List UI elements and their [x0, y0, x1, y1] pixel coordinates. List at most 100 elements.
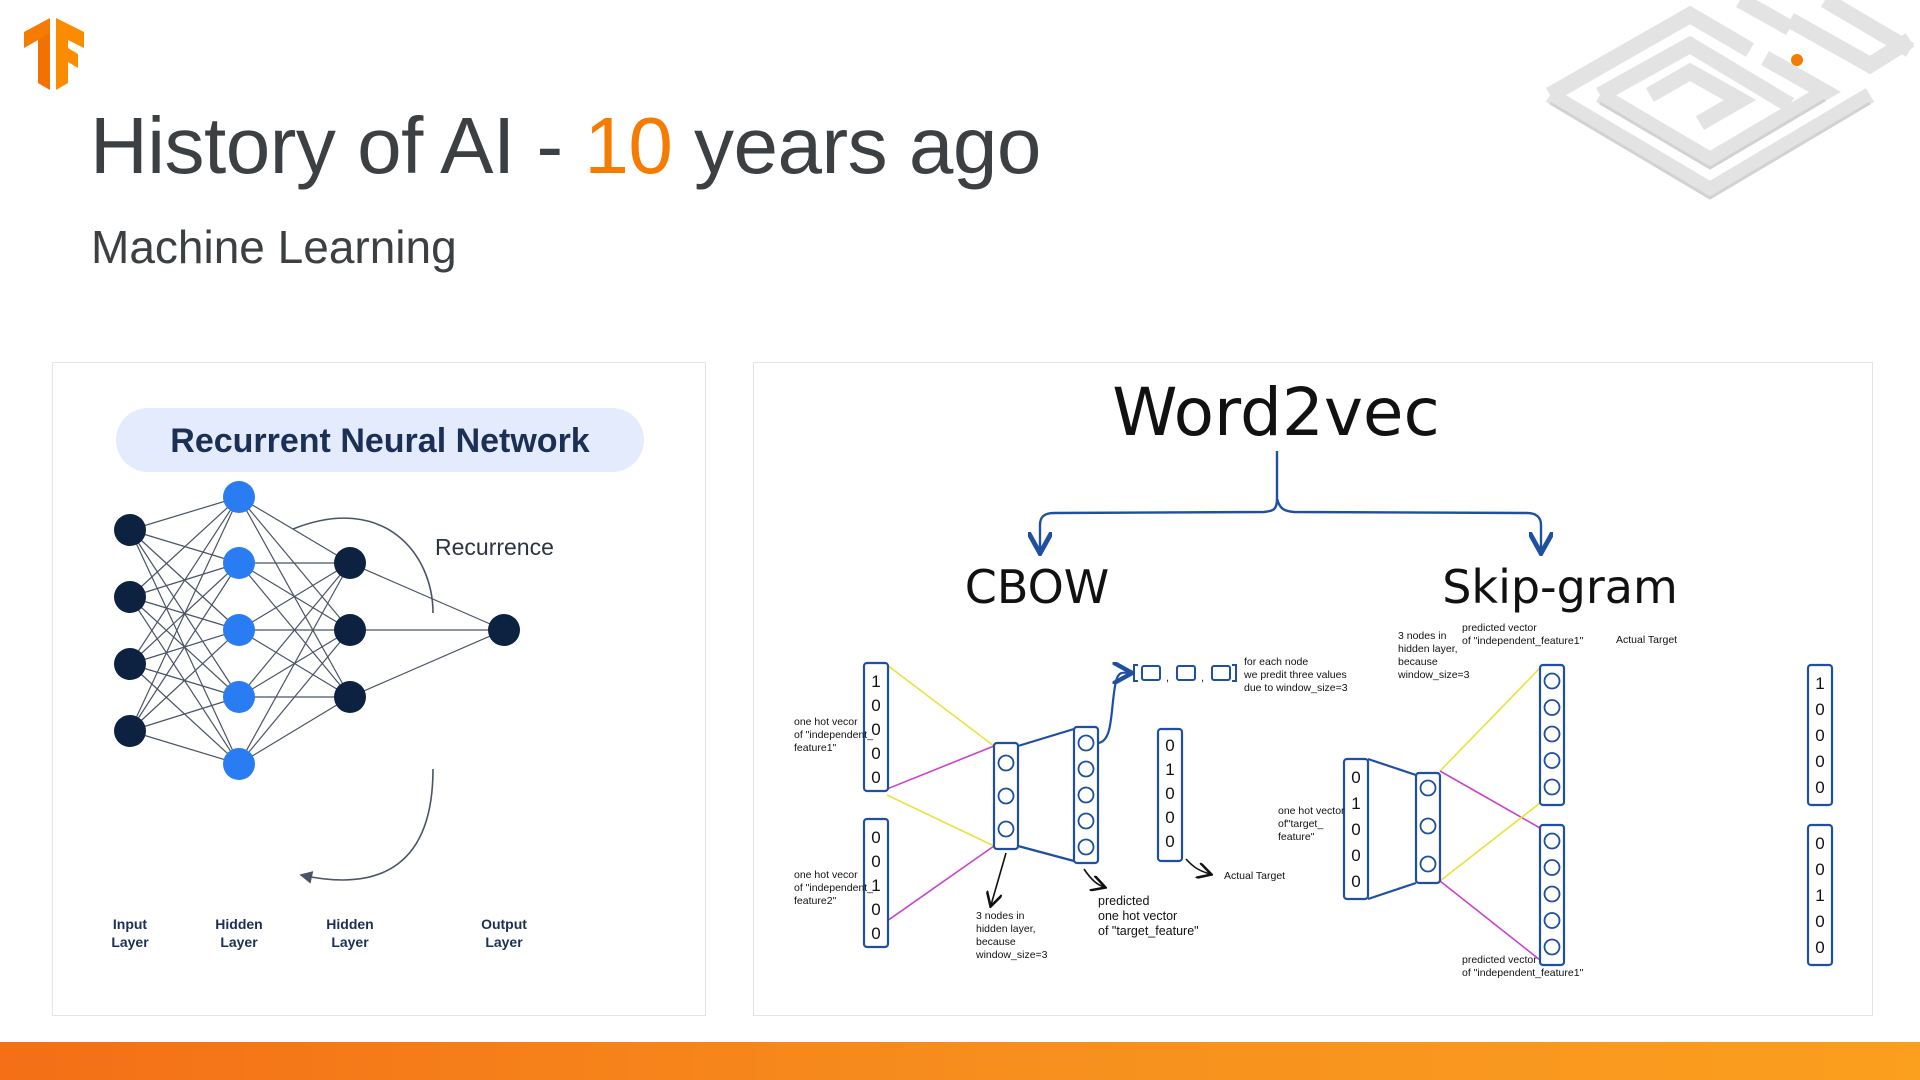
- skipgram-target1-vector: [1806, 663, 1834, 807]
- vector-digit: 0: [871, 852, 880, 871]
- svg-text:,: ,: [1166, 672, 1169, 684]
- rnn-node: [223, 681, 255, 713]
- rnn-node: [114, 648, 146, 680]
- neuron-node: [997, 787, 1015, 805]
- rnn-edge: [129, 496, 240, 531]
- cbow-input2-note-line: feature2": [794, 895, 837, 907]
- rnn-edge: [129, 496, 240, 665]
- rnn-node: [223, 614, 255, 646]
- rnn-edge: [238, 496, 351, 564]
- rnn-edge: [129, 562, 240, 732]
- skipgram-output1-nodes: [1543, 672, 1561, 796]
- rnn-layer-label-line2: Layer: [485, 934, 523, 950]
- rnn-node: [114, 581, 146, 613]
- vector-digit: 0: [1165, 736, 1174, 755]
- rnn-diagram-panel: Recurrent Neural Network Recurrence Inpu…: [52, 362, 706, 1016]
- vector-digit: 0: [871, 720, 880, 739]
- cbow-input1-vector: [862, 661, 890, 793]
- vector-digit: 0: [1815, 912, 1824, 931]
- vector-digit: 0: [1815, 778, 1824, 797]
- vector-digit: 0: [1815, 834, 1824, 853]
- rnn-edge: [238, 696, 351, 765]
- neuron-node: [1419, 817, 1437, 835]
- vector-digit: 0: [871, 744, 880, 763]
- vector-digit: 0: [1351, 872, 1360, 891]
- rnn-layer-label-line1: Input: [113, 916, 148, 932]
- neuron-node: [1543, 725, 1561, 743]
- skipgram-connections: [1367, 667, 1541, 961]
- slide-title: History of AI - 10 years ago: [90, 96, 1041, 196]
- rnn-edge: [129, 730, 240, 765]
- neuron-node: [997, 754, 1015, 772]
- skipgram-pred-bottom-note-line: predicted vector: [1462, 954, 1537, 966]
- svg-text:,: ,: [1201, 672, 1204, 684]
- neuron-node: [997, 820, 1015, 838]
- neuron-node: [1543, 699, 1561, 716]
- cbow-input2-vector: [862, 817, 890, 949]
- skipgram-input-note-line: one hot vector: [1278, 805, 1345, 817]
- word2vec-title: Word2vec: [1112, 374, 1440, 451]
- neuron-node: [1077, 734, 1095, 752]
- cbow-predicted-note-line: predicted: [1098, 894, 1149, 908]
- rnn-layer-label-line1: Output: [481, 916, 527, 932]
- decorative-maze-graphic: [1540, 0, 1920, 235]
- title-prefix: History of AI -: [90, 101, 585, 190]
- vector-digit: 0: [1815, 860, 1824, 879]
- rnn-node: [334, 681, 366, 713]
- slide-subtitle: Machine Learning: [91, 221, 457, 273]
- rnn-edge: [129, 696, 240, 732]
- rnn-node: [488, 614, 520, 646]
- neuron-node: [1077, 838, 1095, 856]
- vector-digit: 0: [871, 768, 880, 787]
- skipgram-target2-vector: [1806, 823, 1834, 967]
- rnn-title-pill: [116, 408, 644, 472]
- rnn-edge: [238, 562, 351, 698]
- title-suffix: years ago: [672, 101, 1041, 190]
- rnn-layer-label-line2: Layer: [111, 934, 149, 950]
- cbow-label: CBOW: [965, 560, 1110, 614]
- vector-digit: 0: [1815, 726, 1824, 745]
- cbow-hidden-note-line: because: [976, 936, 1016, 948]
- skipgram-actual-target-label: Actual Target: [1616, 634, 1677, 646]
- neuron-node: [1543, 832, 1561, 850]
- cbow-output-note-line: for each node: [1244, 656, 1308, 668]
- vector-digit: 1: [871, 672, 880, 691]
- cbow-hidden-nodes: [997, 754, 1015, 838]
- rnn-diagram: Recurrent Neural Network Recurrence Inpu…: [111, 408, 644, 950]
- rnn-layer-label-line1: Hidden: [326, 916, 373, 932]
- vector-digit: 0: [1815, 752, 1824, 771]
- neuron-node: [1543, 885, 1561, 903]
- cbow-output-note-line: we predit three values: [1243, 669, 1347, 681]
- cbow-hidden-note-line: window_size=3: [975, 949, 1048, 961]
- vector-digit: 1: [1815, 886, 1824, 905]
- cbow-output-nodes: [1077, 734, 1095, 856]
- neuron-node: [1077, 812, 1095, 830]
- skipgram-hidden-note-line: because: [1398, 656, 1438, 668]
- cbow-hidden-note-line: hidden layer,: [976, 923, 1036, 935]
- vector-digit: 0: [1351, 846, 1360, 865]
- cbow-predicted-note-line: one hot vector: [1098, 909, 1177, 923]
- cbow-input1-note-line: feature1": [794, 742, 837, 754]
- cbow-input1-note-line: one hot vecor: [794, 716, 858, 728]
- cbow-input2-note-line: of "independent_: [794, 882, 873, 894]
- rnn-layer-label-line1: Hidden: [215, 916, 262, 932]
- skipgram-input-note-line: feature": [1278, 831, 1315, 843]
- rnn-layer-label-line2: Layer: [331, 934, 369, 950]
- rnn-edge: [349, 629, 505, 698]
- cbow-predicted-note-line: of "target_feature": [1098, 924, 1199, 938]
- rnn-node: [114, 715, 146, 747]
- rnn-edge: [349, 562, 505, 631]
- neuron-node: [1543, 672, 1561, 690]
